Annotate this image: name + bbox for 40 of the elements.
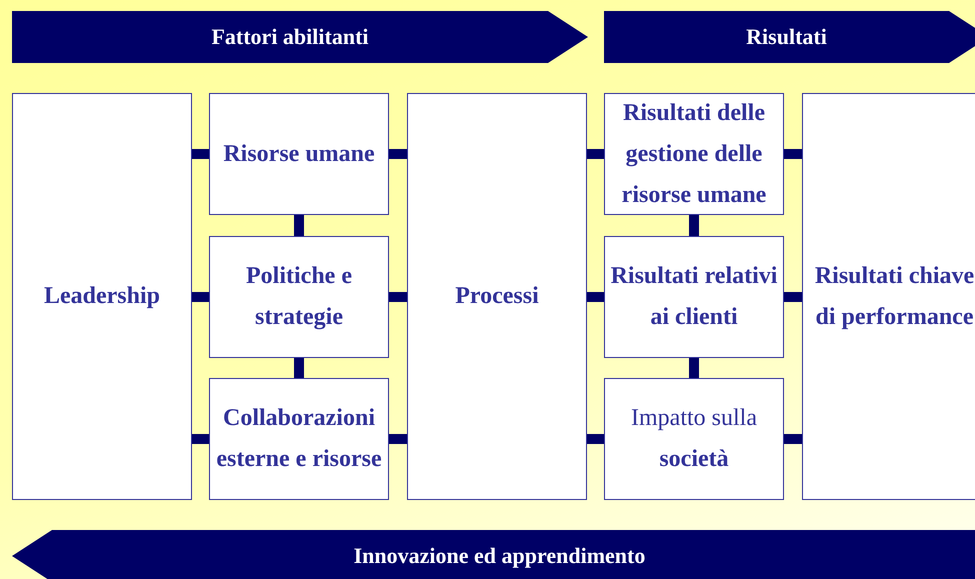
- connector-bar: [689, 358, 699, 378]
- connector-bar: [587, 434, 604, 444]
- criterion-box: [407, 93, 587, 500]
- connector-bar: [192, 292, 209, 302]
- connector-bar: [587, 292, 604, 302]
- criterion-box: [604, 93, 784, 215]
- connector-bar: [784, 434, 802, 444]
- criterion-label: Processi: [455, 282, 539, 311]
- criterion-label: Risultati delle gestione delle risorse umane: [620, 98, 768, 210]
- connector-bar: [192, 434, 209, 444]
- connector-bar: [689, 215, 699, 236]
- criterion-label: Impatto sulla società: [630, 404, 758, 474]
- band-label: Fattori abilitanti: [211, 24, 370, 50]
- criterion-box: [604, 378, 784, 500]
- criterion-label: Risultati relativi ai clienti: [610, 262, 778, 332]
- criterion-label: Politiche e strategie: [245, 262, 353, 332]
- criterion-box: [604, 236, 784, 358]
- criterion-box: [209, 236, 389, 358]
- connector-bar: [587, 149, 604, 159]
- connector-bar: [294, 358, 304, 378]
- criterion-label: Risultati chiave di performance: [814, 262, 975, 332]
- connector-bar: [389, 434, 407, 444]
- criterion-box: [12, 93, 192, 500]
- connector-bar: [389, 149, 407, 159]
- band-label: Risultati: [746, 24, 828, 50]
- criterion-label: Risorse umane: [223, 140, 375, 168]
- criterion-box: [802, 93, 975, 500]
- connector-bar: [389, 292, 407, 302]
- criterion-label: Collaborazioni esterne e risorse: [215, 404, 383, 474]
- connector-bar: [784, 292, 802, 302]
- criterion-label: Leadership: [44, 282, 160, 311]
- arrow-band: [604, 11, 975, 63]
- arrow-band: [12, 530, 975, 579]
- connector-bar: [192, 149, 209, 159]
- connector-bar: [294, 215, 304, 236]
- arrow-band: [12, 11, 588, 63]
- connector-bar: [784, 149, 802, 159]
- band-label: Innovazione ed apprendimento: [354, 543, 646, 569]
- criterion-box: [209, 378, 389, 500]
- criterion-box: [209, 93, 389, 215]
